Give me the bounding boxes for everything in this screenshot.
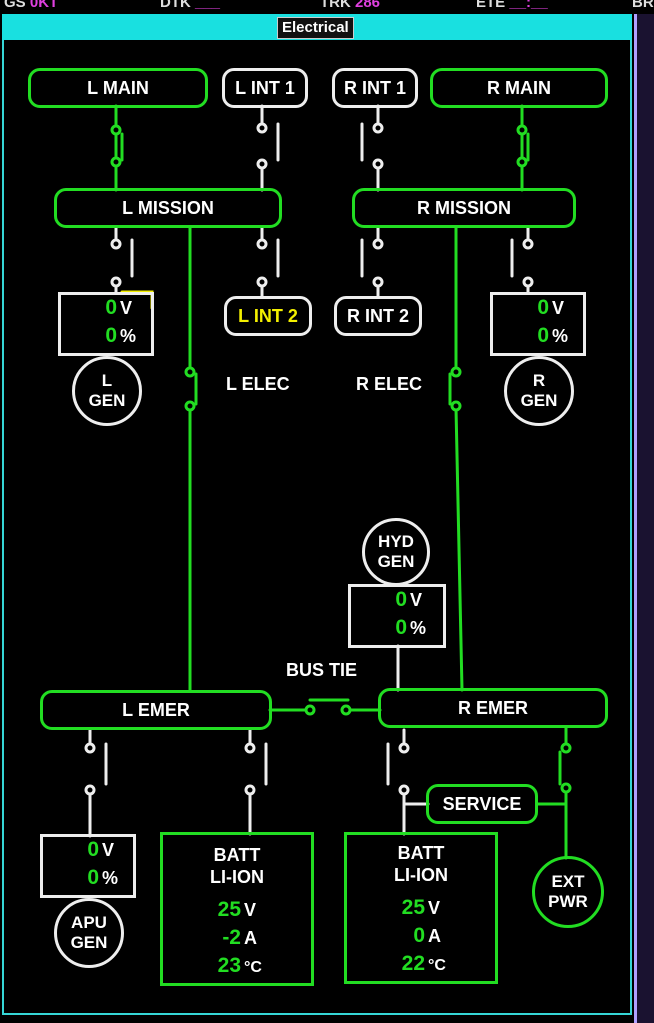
adjacent-pane-border <box>634 14 637 1023</box>
r-int1-bus: R INT 1 <box>332 68 418 108</box>
l-gen-readout <box>58 292 154 356</box>
hyd-gen-readout <box>348 584 446 648</box>
r-gen-readout <box>490 292 586 356</box>
hyd-gen-percent: 0% <box>395 616 427 639</box>
r-gen-line1: R <box>532 371 546 390</box>
l-mission-bus: L MISSION <box>54 188 282 228</box>
r-gen-circle: R GEN <box>504 356 574 426</box>
l-gen-contactor <box>110 226 134 294</box>
hyd-gen-circle: HYD GEN <box>362 518 430 586</box>
l-gen-circle: L GEN <box>72 356 142 426</box>
l-int2-contactor <box>256 226 280 298</box>
electrical-panel <box>2 14 632 1015</box>
apu-gen-readout <box>40 834 136 898</box>
l-gen-percent: 0% <box>105 324 137 347</box>
ext-pwr-line1: EXT <box>551 872 585 891</box>
hyd-gen-line2: GEN <box>377 552 415 571</box>
r-main-bus: R MAIN <box>430 68 608 108</box>
trk-label: TRK 286 <box>320 0 381 11</box>
l-battery-temp: 23°C <box>217 954 262 977</box>
service-bus: SERVICE <box>426 784 538 824</box>
r-gen-line2: GEN <box>520 391 558 410</box>
r-gen-contactor <box>510 226 534 294</box>
ete-label: ETE __:__ <box>476 0 548 11</box>
apu-contactor <box>84 728 108 838</box>
ext-pwr-line2: PWR <box>548 892 588 911</box>
panel-title: Electrical <box>277 17 354 39</box>
l-batt-contactor <box>244 728 268 836</box>
r-batt-contactor <box>386 728 430 836</box>
r-int2-bus: R INT 2 <box>334 296 422 336</box>
brg-label: BR <box>632 0 654 11</box>
gs-label: GS 0KT <box>4 0 59 11</box>
r-elec-label: R ELEC <box>356 374 423 394</box>
dtk-label: DTK ___ <box>160 0 221 11</box>
header-strip: GS 0KT DTK ___ TRK 286 ETE __:__ BR <box>0 0 654 14</box>
r-emer-bus: R EMER <box>378 688 608 728</box>
ext-pwr-circle: EXT PWR <box>532 856 604 928</box>
l-main-bus: L MAIN <box>28 68 208 108</box>
l-elec-label: L ELEC <box>226 374 290 394</box>
l-int1-contactor <box>256 104 280 192</box>
l-gen-line2: GEN <box>88 391 126 410</box>
bus-tie-line <box>268 698 382 716</box>
l-int1-bus: L INT 1 <box>222 68 308 108</box>
r-int2-contactor <box>360 226 384 298</box>
l-gen-line1: L <box>101 371 113 390</box>
apu-gen-line1: APU <box>71 913 107 932</box>
l-elec-line <box>184 226 198 692</box>
l-main-contactor <box>110 104 124 192</box>
bus-tie-label: BUS TIE <box>286 660 358 680</box>
ext-pwr-line <box>536 726 572 860</box>
apu-gen-percent: 0% <box>87 866 119 889</box>
r-gen-percent: 0% <box>537 324 569 347</box>
r-main-contactor <box>516 104 530 192</box>
l-battery-box <box>160 832 314 986</box>
apu-gen-line2: GEN <box>70 933 108 952</box>
l-int2-bus: L INT 2 <box>224 296 312 336</box>
r-elec-line <box>448 226 464 692</box>
adjacent-pane <box>634 14 654 1023</box>
r-int1-contactor <box>360 104 384 192</box>
l-emer-bus: L EMER <box>40 690 272 730</box>
r-mission-bus: R MISSION <box>352 188 576 228</box>
apu-gen-circle: APU GEN <box>54 898 124 968</box>
r-battery-temp: 22°C <box>401 952 446 975</box>
hyd-gen-line1: HYD <box>378 532 414 551</box>
r-battery-box <box>344 832 498 984</box>
